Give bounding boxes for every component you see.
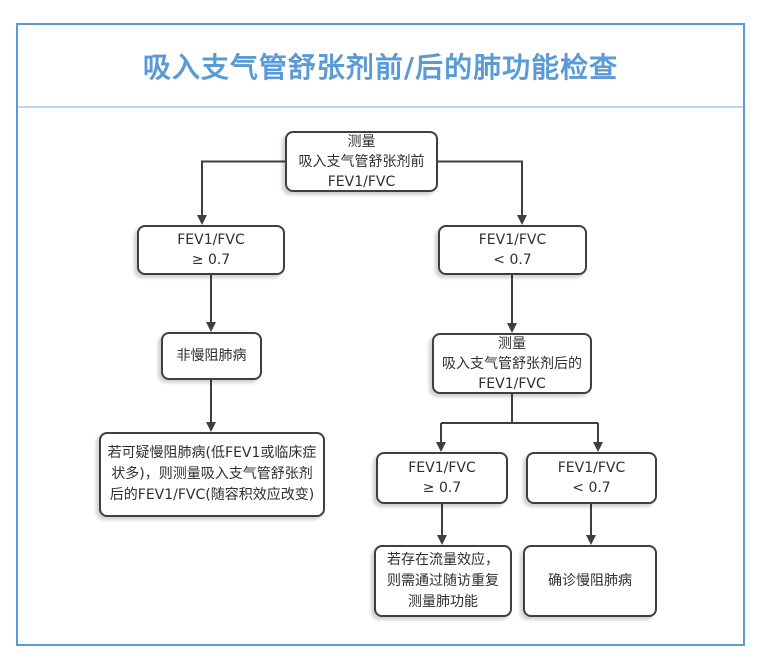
node-text: FEV1/FVC: [408, 460, 476, 476]
node-text: 状多)，则测量吸入支气管舒张剂: [111, 466, 313, 482]
node-text: < 0.7: [572, 480, 611, 496]
node-text: FEV1/FVC: [557, 460, 626, 476]
node-text: FEV1/FVC: [327, 173, 396, 190]
node-text: FEV1/FVC: [478, 375, 546, 392]
node-text: 则需通过随访重复: [387, 572, 499, 589]
node-flow-effect-note: 若存在流量效应， 则需通过随访重复 测量肺功能: [374, 545, 512, 617]
page-frame: 吸入支气管舒张剂前/后的肺功能检查: [16, 23, 745, 646]
node-post-ratio-high: FEV1/FVC ≥ 0.7: [376, 452, 508, 504]
node-pre-ratio-low: FEV1/FVC < 0.7: [438, 225, 587, 275]
node-text: 吸入支气管舒张剂前: [298, 153, 425, 170]
node-non-copd: 非慢阻肺病: [161, 332, 262, 380]
node-text: ≥ 0.7: [422, 480, 462, 496]
node-text: ≥ 0.7: [191, 252, 231, 268]
page-title: 吸入支气管舒张剂前/后的肺功能检查: [142, 50, 619, 84]
node-text: 吸入支气管舒张剂后的: [442, 355, 582, 372]
node-text: FEV1/FVC: [478, 232, 547, 248]
node-pre-ratio-high: FEV1/FVC ≥ 0.7: [137, 225, 285, 275]
node-text: 若可疑慢阻肺病(低FEV1或临床症: [107, 445, 317, 461]
node-post-ratio-low: FEV1/FVC < 0.7: [526, 452, 657, 504]
node-text: 若存在流量效应，: [387, 551, 499, 568]
node-text: 非慢阻肺病: [176, 348, 247, 364]
node-text: 测量肺功能: [408, 593, 478, 610]
node-text: 测量: [347, 133, 376, 150]
node-text: FEV1/FVC: [177, 232, 245, 248]
edge-premeasure-to-high: [197, 160, 285, 225]
node-text: 确诊慢阻肺病: [548, 573, 632, 589]
node-post-measure: 测量 吸入支气管舒张剂后的 FEV1/FVC: [432, 333, 592, 394]
edge-premeasure-to-low: [438, 160, 527, 225]
node-text: < 0.7: [493, 252, 532, 268]
title-bar: 吸入支气管舒张剂前/后的肺功能检查: [18, 25, 743, 108]
node-text: 测量: [498, 335, 526, 352]
node-copd-confirmed: 确诊慢阻肺病: [523, 545, 657, 617]
node-pre-measure: 测量 吸入支气管舒张剂前 FEV1/FVC: [285, 131, 438, 192]
node-text: 后的FEV1/FVC(随容积效应改变): [109, 487, 315, 503]
node-suspect-note: 若可疑慢阻肺病(低FEV1或临床症 状多)，则测量吸入支气管舒张剂 后的FEV1…: [99, 432, 325, 517]
